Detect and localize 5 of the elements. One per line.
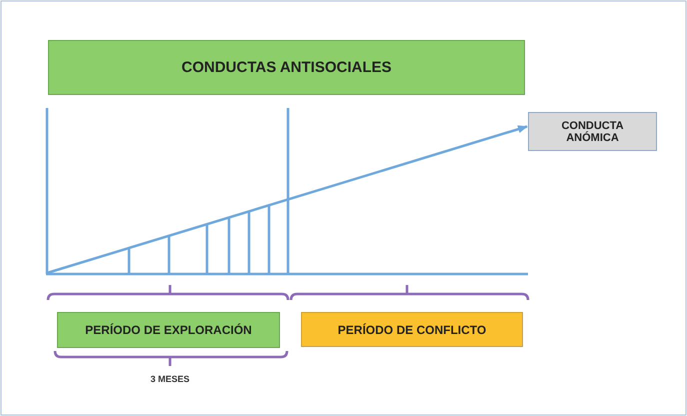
- phase-box: PERÍODO DE CONFLICTO: [301, 312, 523, 347]
- phase-box: PERÍODO DE EXPLORACIÓN: [57, 312, 280, 348]
- duration-label: 3 MESES: [149, 374, 190, 384]
- outcome-box: CONDUCTA ANÓMICA: [528, 112, 657, 151]
- title-banner: CONDUCTAS ANTISOCIALES: [48, 40, 525, 95]
